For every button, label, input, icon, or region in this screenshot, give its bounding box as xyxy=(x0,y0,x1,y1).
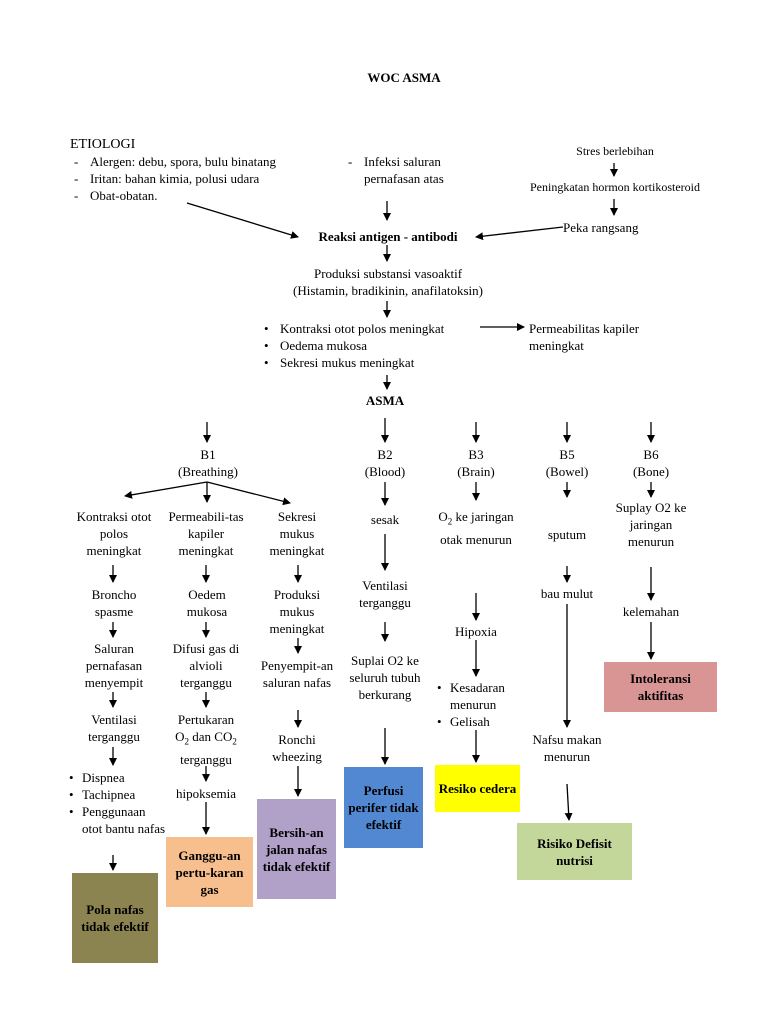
b1-col2-node4-line2: O2 dan CO2 xyxy=(175,729,237,747)
diagnosis-perfusi-perifer-label: Perfusi perifer tidak efektif xyxy=(348,783,419,832)
arrow xyxy=(475,226,564,241)
etiologi-heading: ETIOLOGI xyxy=(70,137,136,152)
arrow xyxy=(186,202,299,239)
diagnosis-gangguan-pertukaran-gas-label: Ganggu-an pertu-karan gas xyxy=(175,847,244,897)
b6-node1: Suplay O2 ke jaringan menurun xyxy=(615,500,687,549)
b1-col1-node2: Broncho spasme xyxy=(91,587,137,619)
effects-list: Kontraksi otot polos meningkat Oedema mu… xyxy=(260,320,500,371)
diagnosis-pola-nafas-label: Pola nafas tidak efektif xyxy=(81,902,149,934)
b5-node2: bau mulut xyxy=(540,586,594,601)
b1-label: B1 xyxy=(200,447,216,462)
diagnosis-risiko-defisit-nutrisi: Risiko Defisit nutrisi xyxy=(517,823,632,880)
peka-node: Peka rangsang xyxy=(563,220,639,235)
b2-node2: Ventilasi terganggu xyxy=(359,578,411,610)
arrow xyxy=(124,481,208,499)
b1-sub: (Breathing) xyxy=(178,464,238,479)
asma-node: ASMA xyxy=(365,393,405,408)
b2-node3: Suplai O2 ke seluruh tubuh berkurang xyxy=(349,653,421,702)
b6-sub: (Bone) xyxy=(632,464,670,479)
produksi-line2: (Histamin, bradikinin, anafilatoksin) xyxy=(293,283,483,298)
b1-col2-node1: Permeabili-tas kapiler meningkat xyxy=(168,509,244,558)
effect-item: Sekresi mukus meningkat xyxy=(260,354,500,371)
diagnosis-intoleransi-aktifitas: Intoleransi aktifitas xyxy=(604,662,717,712)
effect-item: Kontraksi otot polos meningkat xyxy=(260,320,500,337)
b1-col2-node2: Oedem mukosa xyxy=(186,587,228,619)
b3-label: B3 xyxy=(468,447,484,462)
b5-sub: (Bowel) xyxy=(545,464,589,479)
b5-header: B5 (Bowel) xyxy=(527,446,607,480)
produksi-line1: Produksi substansi vasoaktif xyxy=(313,266,463,281)
b5-label: B5 xyxy=(559,447,575,462)
diagnosis-gangguan-pertukaran-gas: Ganggu-an pertu-karan gas xyxy=(166,837,253,907)
etiologi-item: Alergen: debu, spora, bulu binatang xyxy=(70,153,350,170)
diagnosis-pola-nafas: Pola nafas tidak efektif xyxy=(72,873,158,963)
b3-bullet: Gelisah xyxy=(436,713,526,730)
hormon-node: Peningkatan hormon kortikosteroid xyxy=(530,180,700,194)
b1-col1-node1: Kontraksi otot polos meningkat xyxy=(76,509,152,558)
diagnosis-risiko-defisit-nutrisi-label: Risiko Defisit nutrisi xyxy=(537,835,612,868)
b1-col3-node2: Produksi mukus meningkat xyxy=(269,587,325,636)
permeabilitas-node: Permeabilitas kapiler meningkat xyxy=(529,321,640,353)
b1-col2-node4-line1: Pertukaran xyxy=(177,712,235,727)
b1-col2-node4: Pertukaran O2 dan CO2 terganggu xyxy=(158,711,254,768)
b6-header: B6 (Bone) xyxy=(611,446,691,480)
b1-col1-node4: Ventilasi terganggu xyxy=(88,712,140,744)
b1-col1-bullet: Penggunaan otot bantu nafas xyxy=(68,803,168,837)
b2-header: B2 (Blood) xyxy=(345,446,425,480)
b1-col1-node3: Saluran pernafasan menyempit xyxy=(84,641,144,690)
b1-header: B1 (Breathing) xyxy=(158,446,258,480)
b5-node3: Nafsu makan menurun xyxy=(532,732,602,764)
arrow xyxy=(206,481,291,506)
reaksi-node: Reaksi antigen - antibodi xyxy=(318,229,458,244)
b2-label: B2 xyxy=(377,447,393,462)
diagnosis-bersihan-jalan-nafas-label: Bersih-an jalan nafas tidak efektif xyxy=(262,824,331,874)
page-title: WOC ASMA xyxy=(367,70,441,85)
b1-col1-bullet: Dispnea xyxy=(68,769,168,786)
b6-label: B6 xyxy=(643,447,659,462)
effect-item: Oedema mukosa xyxy=(260,337,500,354)
diagnosis-resiko-cedera: Resiko cedera xyxy=(435,765,520,812)
b3-sub: (Brain) xyxy=(457,464,495,479)
b2-node1: sesak xyxy=(370,512,400,527)
etiologi-item: Obat-obatan. xyxy=(70,187,350,204)
b1-col1-bullet: Tachipnea xyxy=(68,786,168,803)
infeksi-item: Infeksi saluran pernafasan atas xyxy=(344,153,474,187)
arrow xyxy=(564,783,573,821)
etiologi-item: Iritan: bahan kimia, polusi udara xyxy=(70,170,350,187)
b1-col3-node1: Sekresi mukus meningkat xyxy=(269,509,325,558)
b5-node1: sputum xyxy=(547,527,587,542)
b3-bullets: Kesadaran menurun Gelisah xyxy=(436,679,526,730)
b3-header: B3 (Brain) xyxy=(436,446,516,480)
b1-col3-node3: Penyempit-an saluran nafas xyxy=(260,658,334,690)
diagnosis-perfusi-perifer: Perfusi perifer tidak efektif xyxy=(344,767,423,848)
b3-node2: Hipoxia xyxy=(455,624,497,639)
diagnosis-resiko-cedera-label: Resiko cedera xyxy=(438,781,517,796)
diagnosis-intoleransi-aktifitas-label: Intoleransi aktifitas xyxy=(630,671,691,703)
infeksi-list: Infeksi saluran pernafasan atas xyxy=(344,153,474,187)
b3-node1: O2 ke jaringan otak menurun xyxy=(438,509,514,547)
b1-col2-node3: Difusi gas di alvioli terganggu xyxy=(172,641,240,690)
b3-bullet: Kesadaran menurun xyxy=(436,679,526,713)
b6-node2: kelemahan xyxy=(622,604,680,619)
b1-col1-bullets: Dispnea Tachipnea Penggunaan otot bantu … xyxy=(68,769,168,837)
b2-sub: (Blood) xyxy=(364,464,406,479)
b1-col2-node4-line3: terganggu xyxy=(180,751,232,767)
b1-col3-node4: Ronchi wheezing xyxy=(272,732,322,764)
etiologi-list: Alergen: debu, spora, bulu binatang Irit… xyxy=(70,153,350,204)
stres-node: Stres berlebihan xyxy=(576,144,654,158)
diagnosis-bersihan-jalan-nafas: Bersih-an jalan nafas tidak efektif xyxy=(257,799,336,899)
b1-col2-node5: hipoksemia xyxy=(176,786,236,801)
